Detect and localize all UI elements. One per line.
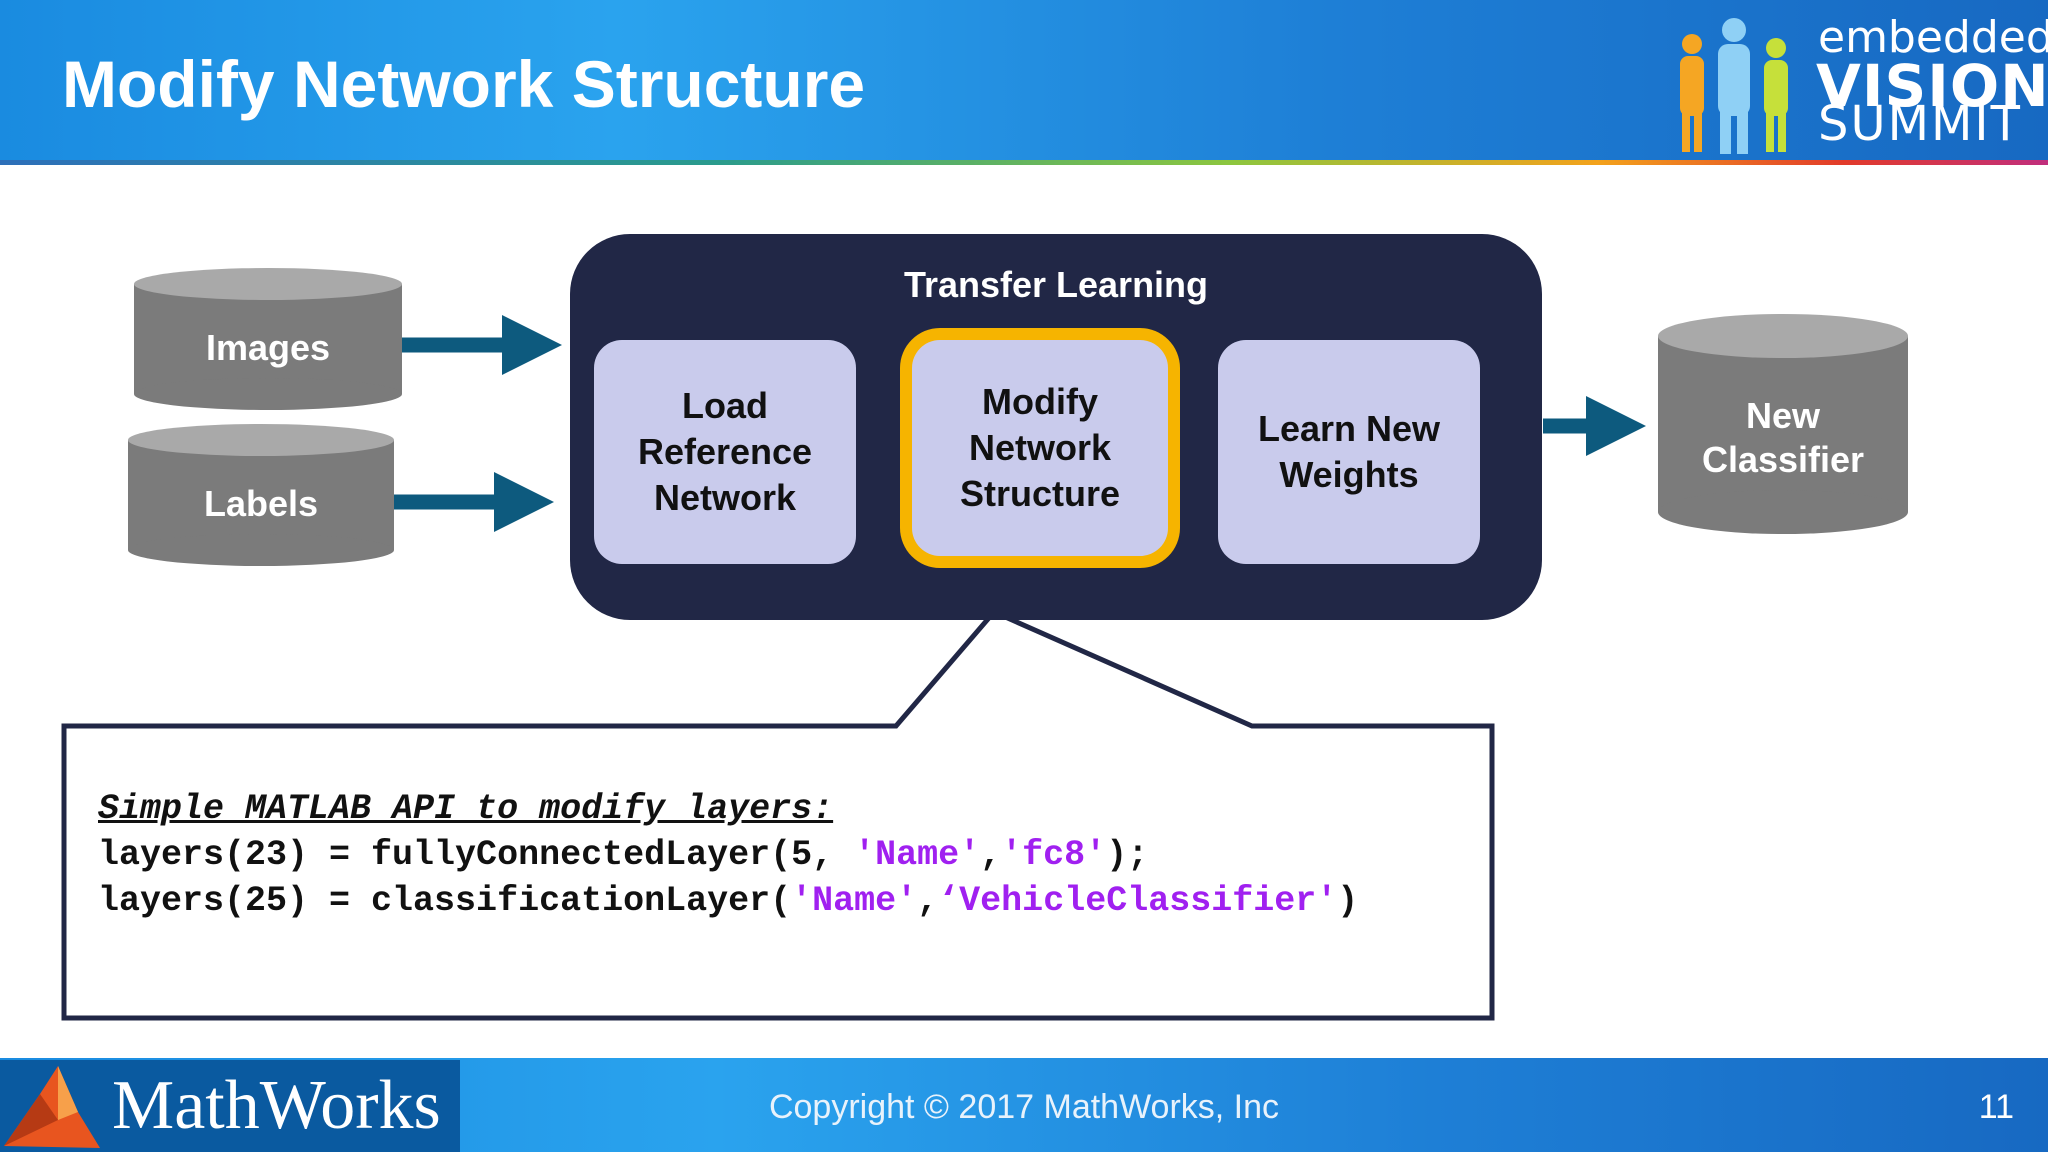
labels-datastore: Labels bbox=[128, 424, 394, 566]
event-word-vision: VISION bbox=[1816, 52, 2048, 120]
copyright-notice: Copyright © 2017 MathWorks, Inc bbox=[768, 1088, 1280, 1126]
code-string: ‘VehicleClassifier' bbox=[938, 881, 1338, 921]
event-word-summit: SUMMIT bbox=[1818, 96, 2022, 152]
transfer-learning-group: Transfer Learning Load Reference Network… bbox=[570, 234, 1542, 620]
step-label: Learn New Weights bbox=[1257, 408, 1441, 495]
step-learn-new-weights: Learn New Weights bbox=[1218, 340, 1480, 564]
labels-label: Labels bbox=[203, 483, 319, 524]
code-token: ); bbox=[1106, 835, 1149, 875]
step-load-reference-network: Load Reference Network bbox=[594, 340, 856, 564]
mathworks-wordmark: MathWorks bbox=[112, 1067, 441, 1144]
new-classifier-label: New Classifier bbox=[1701, 395, 1865, 480]
mathworks-logo bbox=[0, 1060, 460, 1152]
code-token: layers(25) = classificationLayer( bbox=[98, 881, 792, 921]
step-label: Load Reference Network bbox=[637, 385, 813, 518]
embedded-vision-summit-logo bbox=[1680, 18, 1788, 154]
code-string: 'fc8' bbox=[1001, 835, 1107, 875]
code-token: layers(23) = fullyConnectedLayer(5, bbox=[98, 835, 855, 875]
images-label: Images bbox=[205, 327, 331, 368]
code-token: ) bbox=[1337, 881, 1359, 921]
code-token: , bbox=[980, 835, 1002, 875]
code-line-1: layers(23) = fullyConnectedLayer(5, 'Nam… bbox=[98, 835, 1148, 875]
header-divider bbox=[0, 160, 2048, 165]
new-classifier-datastore: New Classifier bbox=[1658, 314, 1908, 538]
code-snippet: Simple MATLAB API to modify layers: laye… bbox=[98, 786, 1358, 924]
event-word-embedded: embedded bbox=[1818, 12, 2048, 63]
transfer-learning-title: Transfer Learning bbox=[903, 264, 1209, 305]
images-datastore: Images bbox=[134, 268, 402, 410]
code-string: 'Name' bbox=[791, 881, 918, 921]
code-heading: Simple MATLAB API to modify layers: bbox=[98, 789, 834, 829]
slide-title: Modify Network Structure bbox=[62, 47, 866, 121]
step-label: Modify Network Structure bbox=[959, 381, 1121, 514]
people-icon bbox=[1680, 18, 1788, 154]
code-token: , bbox=[917, 881, 939, 921]
membrane-icon bbox=[4, 1066, 100, 1148]
code-line-2: layers(25) = classificationLayer('Name',… bbox=[98, 881, 1358, 921]
slide-header bbox=[0, 0, 2048, 160]
step-modify-network-structure: Modify Network Structure bbox=[912, 340, 1168, 556]
code-callout-outline bbox=[61, 608, 1495, 1021]
page-number: 11 bbox=[1978, 1088, 2014, 1126]
code-string: 'Name' bbox=[854, 835, 981, 875]
